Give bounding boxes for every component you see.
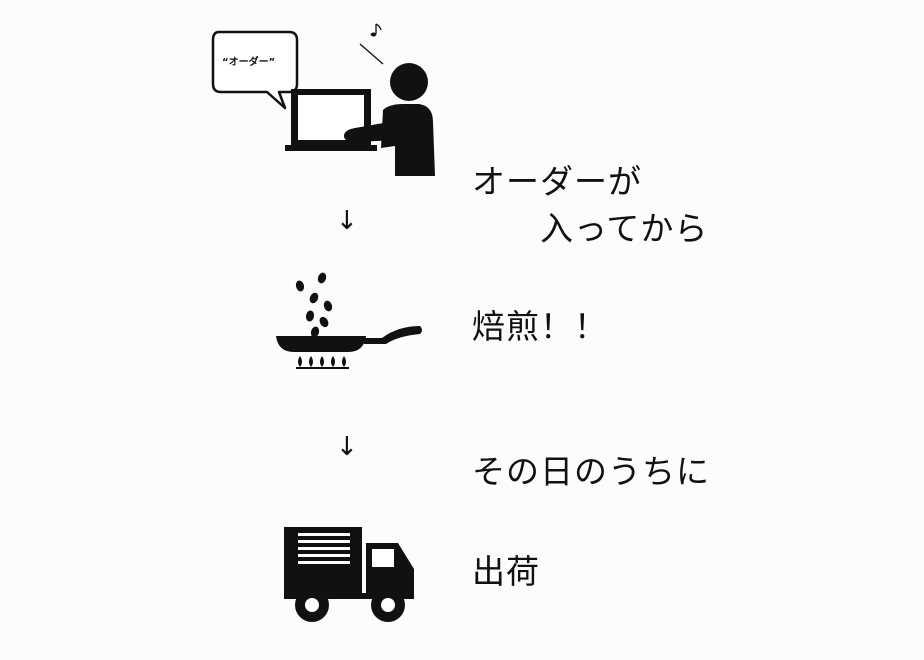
step-order-line1: オーダーが <box>472 162 642 201</box>
music-note-icon <box>370 23 382 37</box>
step-order-line2: 入ってから <box>540 209 709 248</box>
step-roast: 焙煎！！ <box>472 307 608 346</box>
roasting-pan-icon <box>276 272 422 369</box>
person-at-laptop-icon <box>211 23 435 176</box>
bubble-text: “オーダー” <box>222 57 276 68</box>
coffee-beans-icon <box>295 272 333 338</box>
arrow-down-2: ↓ <box>336 432 358 462</box>
step-same-day: その日のうちに <box>472 452 710 491</box>
arrow-down-1: ↓ <box>336 206 358 236</box>
speech-bubble <box>211 30 299 110</box>
delivery-truck-icon <box>284 527 414 622</box>
step-ship: 出荷 <box>472 552 540 591</box>
flame-icons <box>298 356 346 367</box>
